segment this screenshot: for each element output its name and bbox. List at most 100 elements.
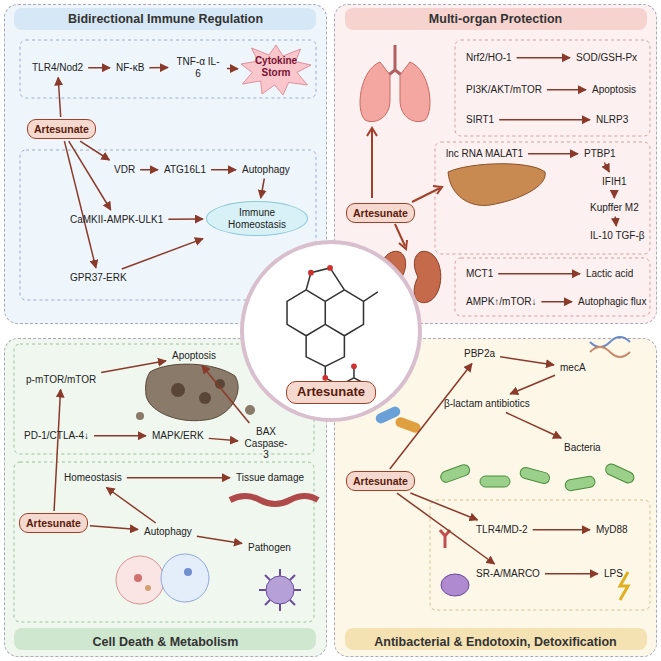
pathway-arrow	[69, 141, 111, 210]
pathway-arrow	[517, 57, 570, 59]
molecule-label: LPS	[601, 567, 626, 581]
drug-box: Artesunate	[346, 203, 415, 223]
molecule-label: IL-10 TGF-β	[587, 229, 647, 243]
pathway-arrow	[211, 169, 236, 171]
pathway-arrow	[397, 493, 495, 564]
pathway-arrow	[149, 67, 168, 69]
molecule-label: IFIH1	[599, 175, 629, 189]
node-text: IFIH1	[602, 176, 626, 187]
node-text: Autophagic flux	[578, 296, 646, 307]
node-text: PD-1/CTLA-4↓	[24, 430, 89, 441]
node-text: GPR37-ERK	[70, 272, 127, 283]
molecule-label: MAPK/ERK	[149, 429, 207, 443]
pathway-arrow	[410, 493, 477, 520]
molecule-label: NF-κB	[113, 61, 147, 75]
pathway-arrow	[227, 68, 238, 70]
molecule-label: PD-1/CTLA-4↓	[21, 429, 92, 443]
panel-title: Cell Death & Metabolism	[5, 635, 326, 649]
drug-label: Artesunate	[286, 381, 376, 404]
node-text: Lactic acid	[586, 268, 633, 279]
pathway-arrow	[545, 573, 598, 575]
pathway-arrow	[168, 218, 203, 220]
drug-box: Artesunate	[19, 513, 88, 533]
panel-title: Bidirectional Immune Regulation	[5, 12, 326, 26]
molecule-label: Autophagic flux	[575, 295, 649, 309]
molecule-label: NLRP3	[593, 113, 631, 127]
storm-star: Cytokine Storm	[241, 45, 311, 95]
molecule-label: SOD/GSH-Px	[573, 51, 640, 65]
node-text: MCT1	[466, 268, 493, 279]
node-text: Artesunate	[353, 475, 408, 487]
pathway-arrow	[58, 78, 60, 118]
node-text: NLRP3	[596, 114, 628, 125]
pathway-arrow	[498, 273, 580, 275]
molecule-label: ATG16L1	[161, 163, 209, 177]
molecule-label: PBP2a	[461, 347, 498, 361]
node-text: Pathogen	[248, 542, 291, 553]
node-text: TLR4/Nod2	[32, 62, 83, 73]
molecule-label: Apoptosis	[169, 349, 219, 363]
node-text: MyD88	[596, 524, 628, 535]
node-text: PI3K/AKT/mTOR	[466, 84, 542, 95]
pathway-arrow	[106, 488, 155, 524]
outcome-ellipse: Immune Homeostasis	[206, 201, 308, 236]
pathway-arrow	[202, 366, 249, 424]
node-text: IL-10 TGF-β	[590, 230, 644, 241]
pathway-arrow	[94, 435, 146, 437]
pathway-arrow	[140, 169, 158, 171]
pathway-arrow	[197, 536, 242, 543]
molecule-label: AMPK↑/mTOR↓	[463, 295, 539, 309]
pathway-arrow	[506, 413, 561, 439]
molecule-label: PI3K/AKT/mTOR	[463, 83, 545, 97]
molecule-label: Autophagy	[141, 525, 195, 539]
node-text: SR-A/MARCO	[476, 568, 540, 579]
node-text: AMPK↑/mTOR↓	[466, 296, 536, 307]
pathway-arrow	[64, 141, 96, 268]
node-text: ATG16L1	[164, 164, 206, 175]
node-text: Autophagy	[242, 164, 290, 175]
pathway-arrow	[88, 67, 110, 69]
node-text: TNF-α IL-6	[177, 56, 220, 79]
molecule-label: TLR4/MD-2	[473, 523, 531, 537]
node-text: Immune Homeostasis	[228, 207, 286, 230]
molecule-label: Autophagy	[239, 163, 293, 177]
molecule-label: MCT1	[463, 267, 496, 281]
pathway-arrow	[54, 390, 60, 512]
molecule-label: Lactic acid	[583, 267, 636, 281]
node-text: BAX Caspase-3	[245, 426, 288, 460]
pathway-arrow	[604, 163, 609, 173]
node-text: Tissue damage	[236, 472, 304, 483]
drug-box: Artesunate	[346, 471, 415, 491]
panel-title: Multi-organ Protection	[335, 12, 656, 26]
pathway-arrow	[510, 375, 555, 394]
panel-title: Antibacterial & Endotoxin, Detoxificatio…	[335, 635, 656, 649]
node-text: Homeostasis	[64, 472, 122, 483]
node-text: PTBP1	[584, 148, 616, 159]
node-text: β-lactam antibiotics	[444, 398, 530, 409]
molecule-circle: Artesunate	[240, 240, 422, 422]
pathway-arrow	[101, 361, 166, 373]
molecule-label: Tissue damage	[233, 471, 307, 485]
pathway-arrow	[528, 153, 578, 155]
molecule-label: Apoptosis	[589, 83, 639, 97]
node-text: mecA	[560, 362, 586, 373]
molecule-label: mecA	[557, 361, 589, 375]
pathway-arrow	[541, 301, 572, 303]
node-text: MAPK/ERK	[152, 430, 204, 441]
molecule-label: TLR4/Nod2	[29, 61, 86, 75]
node-text: CaMKII-AMPK-ULK1	[70, 214, 163, 225]
node-text: NF-κB	[116, 62, 144, 73]
pathway-arrow	[127, 477, 230, 479]
molecule-label: Pathogen	[245, 541, 294, 555]
node-text: Nrf2/HO-1	[466, 52, 512, 63]
molecule-label: Kupffer M2	[587, 201, 642, 215]
pathway-arrow	[80, 141, 109, 160]
node-text: TLR4/MD-2	[476, 524, 528, 535]
pathway-arrow	[209, 438, 238, 440]
molecule-label: VDR	[111, 163, 138, 177]
node-text: p-mTOR/mTOR	[26, 374, 96, 385]
molecule-label: Nrf2/HO-1	[463, 51, 515, 65]
molecule-label: PTBP1	[581, 147, 619, 161]
molecule-label: MyD88	[593, 523, 631, 537]
node-text: Bacteria	[564, 442, 601, 453]
